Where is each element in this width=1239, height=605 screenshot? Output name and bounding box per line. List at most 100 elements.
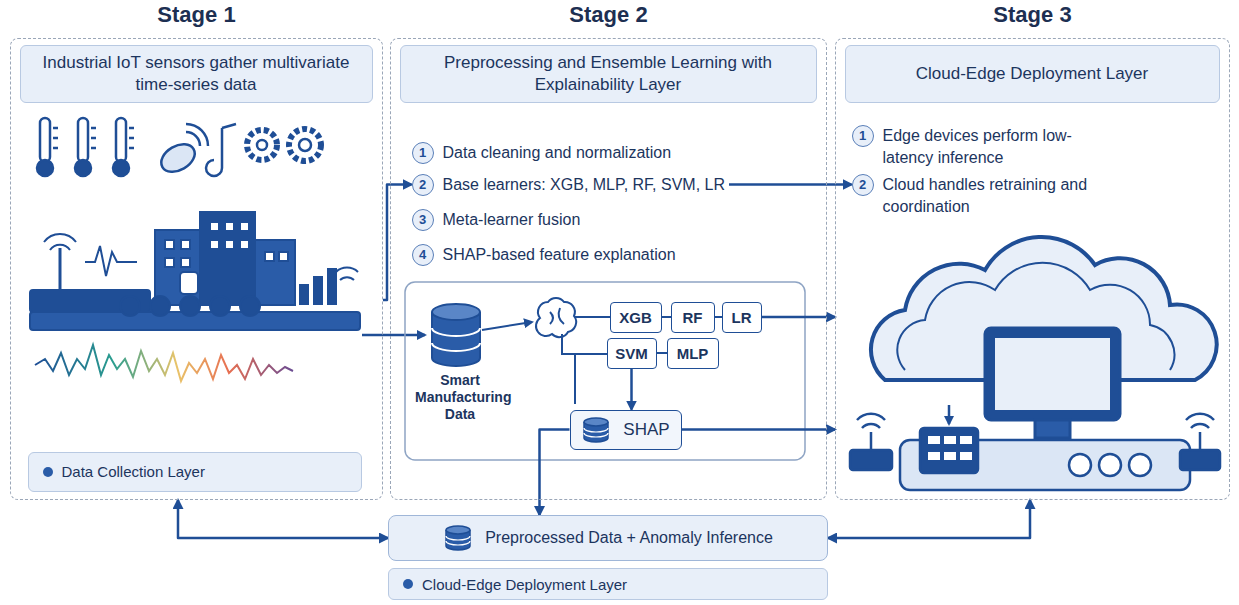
- stage-title: Stage 3: [836, 2, 1229, 28]
- monitor-icon: [985, 328, 1120, 438]
- sensor-icons-part: [91, 137, 96, 140]
- flow-arrow: [362, 334, 425, 337]
- sensor-icons-part: [91, 147, 96, 150]
- model-links-part: [715, 316, 722, 318]
- model-box: SVM: [607, 338, 657, 369]
- stage-panel: Stage 2Preprocessing and Ensemble Learni…: [390, 38, 827, 500]
- data-box: Preprocessed Data + Anomaly Inference: [388, 515, 828, 561]
- sensor-icons-part: [53, 147, 58, 150]
- factory-illustration: [30, 212, 360, 330]
- factory-illustration-part: [85, 246, 137, 276]
- edge-devices-part: [1186, 414, 1214, 428]
- neural-icon-part: [550, 308, 564, 324]
- flow-arrow: [482, 322, 532, 330]
- sensor-icons-part: [53, 137, 58, 140]
- step-text: Edge devices perform low-latency inferen…: [883, 125, 1098, 169]
- factory-illustration-part: [180, 296, 200, 316]
- data-label: Smart Manufacturing Data: [415, 372, 505, 422]
- bullet-dot: [403, 579, 413, 589]
- sensor-icons-part: [116, 118, 126, 162]
- database-icon-part: [446, 536, 470, 545]
- database-icon-part: [584, 418, 608, 426]
- stage-title: Stage 1: [11, 2, 382, 28]
- sensor-icons-part: [53, 127, 58, 130]
- factory-illustration-part: [225, 222, 234, 231]
- neural-icon-part: [536, 298, 576, 337]
- step-text: Meta-learner fusion: [443, 209, 581, 231]
- factory-illustration-part: [279, 252, 288, 261]
- model-label: RF: [683, 309, 703, 326]
- sensor-icons-part: [257, 140, 267, 150]
- shap-label: SHAP: [623, 420, 669, 440]
- model-label: XGB: [619, 309, 652, 326]
- sensor-icons-part: [78, 118, 88, 162]
- step-text: Base learners: XGB, MLP, RF, SVM, LR: [443, 174, 725, 196]
- factory-illustration-part: [336, 268, 358, 280]
- step-number: 1: [412, 142, 434, 164]
- factory-illustration-part: [210, 240, 219, 249]
- step-text: SHAP-based feature explanation: [443, 244, 676, 266]
- edge-devices-part: [1180, 450, 1220, 470]
- model-links-part: [574, 354, 576, 404]
- signal-waveform: [35, 345, 293, 381]
- step-number: 3: [412, 209, 434, 231]
- step-number: 1: [852, 125, 874, 147]
- shap-box: SHAP: [570, 410, 682, 450]
- model-label: LR: [732, 309, 752, 326]
- database-icon-part: [584, 428, 608, 437]
- model-box: MLP: [667, 338, 719, 369]
- model-box: XGB: [610, 302, 662, 333]
- sensor-icons-part: [37, 160, 53, 176]
- step-item: 3 Meta-learner fusion: [412, 209, 581, 231]
- sensor-icons-part: [91, 127, 96, 130]
- edge-devices-part: [1099, 454, 1121, 476]
- edge-devices-part: [1129, 454, 1151, 476]
- layer-box: Cloud-Edge Deployment Layer: [388, 568, 828, 600]
- stage-title: Stage 2: [391, 2, 826, 28]
- data-label: Preprocessed Data + Anomaly Inference: [485, 529, 773, 547]
- sensor-icons-part: [156, 139, 199, 178]
- edge-devices: [850, 405, 1220, 490]
- flow-connector: [383, 185, 412, 301]
- sensor-icons-part: [129, 147, 134, 150]
- factory-illustration-part: [155, 230, 200, 305]
- monitor-icon-part: [1035, 420, 1070, 438]
- edge-devices-part: [870, 432, 873, 450]
- edge-devices-part: [944, 436, 956, 444]
- edge-devices-part: [928, 436, 940, 444]
- step-number: 4: [412, 244, 434, 266]
- sensor-icons-part: [247, 130, 277, 160]
- layer-label: Cloud-Edge Deployment Layer: [422, 576, 627, 593]
- factory-illustration-part: [210, 296, 230, 316]
- model-links-part: [562, 334, 607, 354]
- edge-devices-part: [920, 428, 978, 473]
- sensor-icons-part: [129, 137, 134, 140]
- sensor-icons-part: [289, 129, 321, 161]
- factory-illustration-part: [240, 296, 260, 316]
- database-icon: [432, 304, 480, 366]
- model-box: LR: [722, 302, 762, 333]
- factory-illustration-part: [44, 234, 76, 250]
- stage-panel: Stage 1Industrial IoT sensors gather mul…: [10, 38, 383, 500]
- database-icon: [581, 417, 611, 443]
- edge-devices-part: [960, 452, 972, 460]
- header-text: Industrial IoT sensors gather multivaria…: [31, 52, 362, 95]
- sensor-icons-part: [186, 124, 208, 146]
- factory-illustration-part: [210, 222, 219, 231]
- database-icon-part: [432, 328, 480, 351]
- database-icon-part: [432, 304, 480, 320]
- flow-connector: [682, 428, 836, 431]
- flow-connector: [540, 430, 570, 516]
- sensor-icons-part: [75, 160, 91, 176]
- edge-devices-part: [1069, 454, 1091, 476]
- monitor-icon-part: [985, 328, 1120, 420]
- factory-illustration-part: [240, 240, 249, 249]
- monitor-icon-part: [995, 338, 1110, 410]
- factory-illustration-part: [300, 269, 336, 305]
- edge-devices-part: [850, 450, 892, 470]
- sensor-icons: [37, 118, 321, 177]
- step-item: 2Base learners: XGB, MLP, RF, SVM, LR: [412, 174, 725, 196]
- factory-illustration-part: [265, 252, 274, 261]
- factory-illustration-part: [120, 296, 140, 316]
- label-text: Smart Manufacturing Data: [415, 372, 511, 422]
